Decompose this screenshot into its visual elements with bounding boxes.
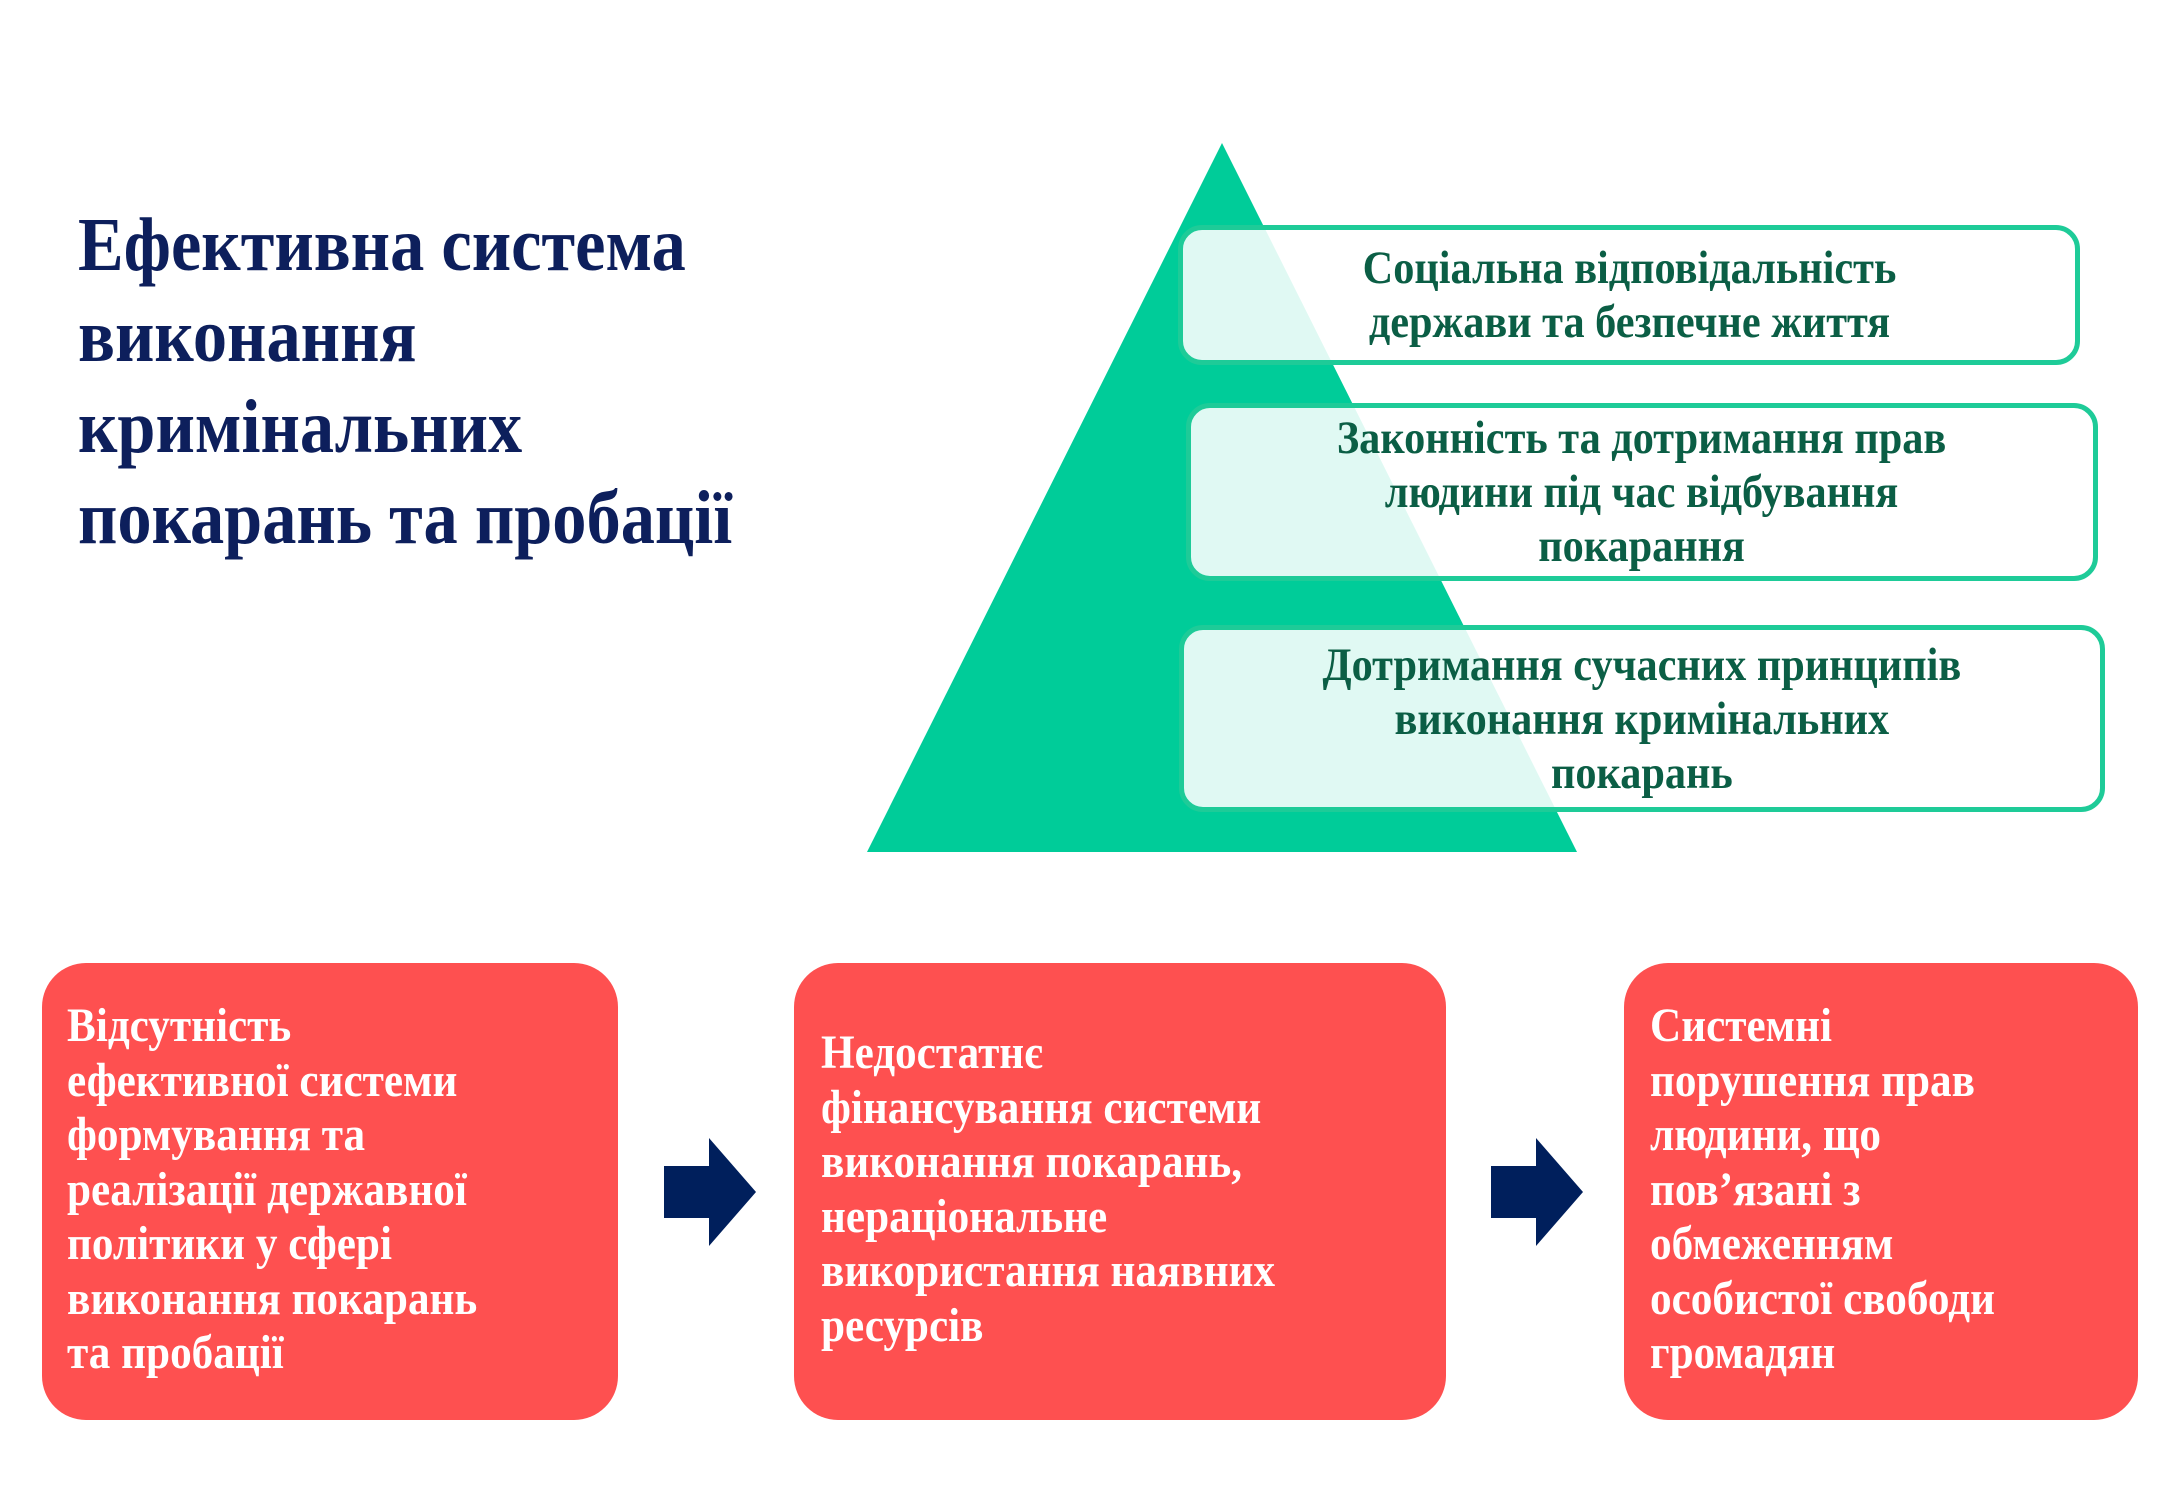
- pyramid-level-text: Дотримання сучасних принципів виконання …: [1322, 638, 1962, 799]
- problem-card-1: Відсутність ефективної системи формуванн…: [42, 963, 618, 1420]
- arrow-right-icon: [664, 1138, 756, 1246]
- pyramid-level-middle: Законність та дотримання прав людини під…: [1186, 403, 2098, 581]
- page-title: Ефективна система виконання кримінальних…: [78, 203, 733, 560]
- problem-text: Системні порушення прав людини, що пов’я…: [1650, 999, 1996, 1379]
- pyramid-level-top: Соціальна відповідальність держави та бе…: [1178, 225, 2080, 365]
- pyramid-level-bottom: Дотримання сучасних принципів виконання …: [1179, 625, 2105, 812]
- pyramid-level-text: Соціальна відповідальність держави та бе…: [1362, 242, 1896, 348]
- problem-text: Відсутність ефективної системи формуванн…: [67, 999, 478, 1379]
- arrow-right-icon: [1491, 1138, 1583, 1246]
- problem-card-3: Системні порушення прав людини, що пов’я…: [1624, 963, 2138, 1420]
- problem-card-2: Недостатнє фінансування системи виконанн…: [794, 963, 1446, 1420]
- problem-text: Недостатнє фінансування системи виконанн…: [821, 1026, 1276, 1352]
- pyramid-level-text: Законність та дотримання прав людини під…: [1337, 412, 1947, 572]
